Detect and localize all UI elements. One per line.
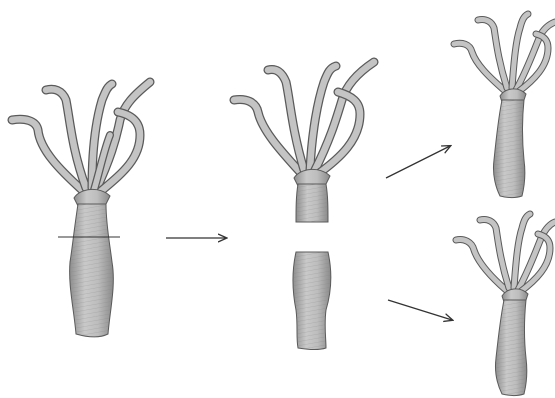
tentacles xyxy=(12,82,150,192)
tentacles xyxy=(454,14,555,92)
hydra-bottom-fragment xyxy=(293,252,331,350)
hydra-regenerated-bottom xyxy=(456,214,555,396)
arrow-up-right xyxy=(386,146,450,178)
arrow-down-right xyxy=(388,300,452,320)
body-texture xyxy=(70,204,114,337)
tentacles xyxy=(234,62,374,174)
hydra-regenerated-top xyxy=(454,14,555,198)
hydra-top-fragment xyxy=(234,62,374,222)
tentacles xyxy=(456,214,555,292)
hydra-whole xyxy=(12,82,150,337)
